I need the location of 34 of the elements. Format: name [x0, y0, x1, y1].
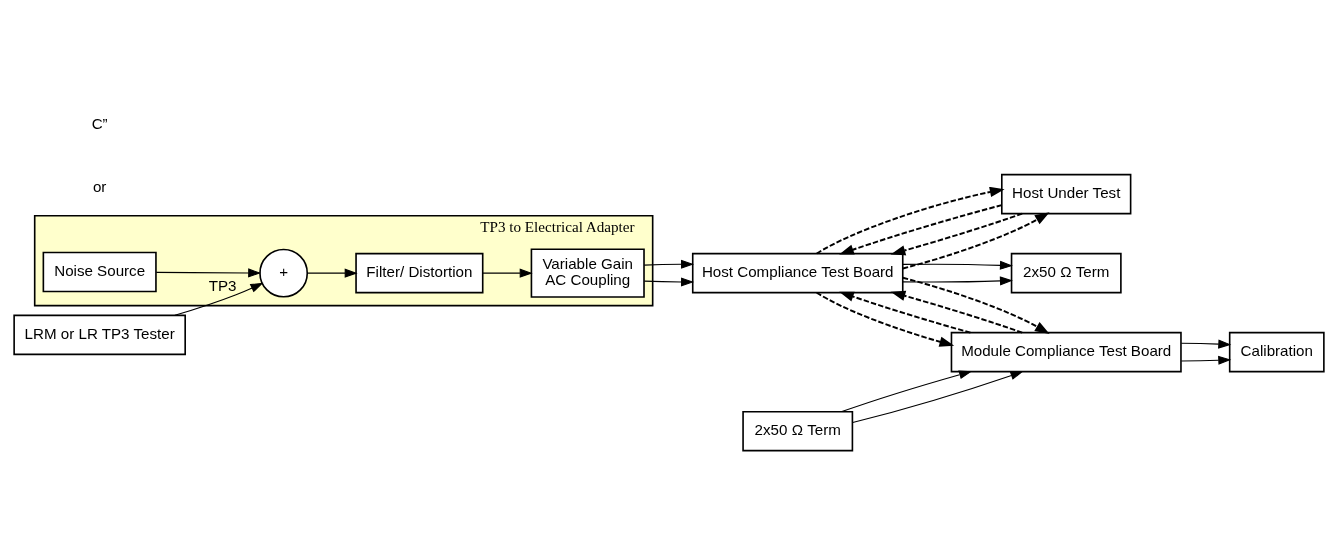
- arrow: [890, 212, 1024, 255]
- node-box: Filter/ Distortion: [355, 252, 484, 293]
- arrow: [643, 259, 695, 269]
- arrow: [890, 290, 1024, 334]
- arrow: [306, 268, 358, 278]
- node-circle: +: [259, 248, 309, 298]
- arrow: [815, 186, 1005, 254]
- arrow: [852, 370, 1024, 423]
- node-box: Host Under Test: [1001, 173, 1132, 214]
- arrow: [815, 291, 955, 347]
- label: C”: [91, 114, 108, 132]
- arrow: [643, 276, 695, 287]
- arrow: [839, 203, 1003, 255]
- arrow: [839, 291, 972, 334]
- node-box: Noise Source: [42, 251, 157, 292]
- node-box: Module Compliance Test Board: [950, 331, 1182, 372]
- arrow: [482, 268, 533, 278]
- edge-label: TP3: [208, 276, 237, 294]
- arrow: [174, 282, 264, 316]
- arrow: [902, 260, 1013, 270]
- node-box: Calibration: [1228, 331, 1325, 372]
- arrow: [902, 275, 1013, 285]
- node-box: Host Compliance Test Board: [691, 252, 904, 293]
- node-box: LRM or LR TP3 Tester: [13, 314, 186, 355]
- node-box: Variable Gain AC Coupling: [530, 248, 645, 298]
- arrow: [841, 369, 973, 412]
- arrow: [155, 267, 262, 277]
- label: or: [92, 177, 107, 195]
- node-box: 2x50 Ω Term: [1010, 252, 1122, 293]
- arrow: [901, 211, 1050, 269]
- node-box: 2x50 Ω Term: [742, 410, 854, 451]
- arrow: [901, 276, 1050, 334]
- arrow: [1180, 355, 1232, 365]
- arrow: [1180, 339, 1232, 349]
